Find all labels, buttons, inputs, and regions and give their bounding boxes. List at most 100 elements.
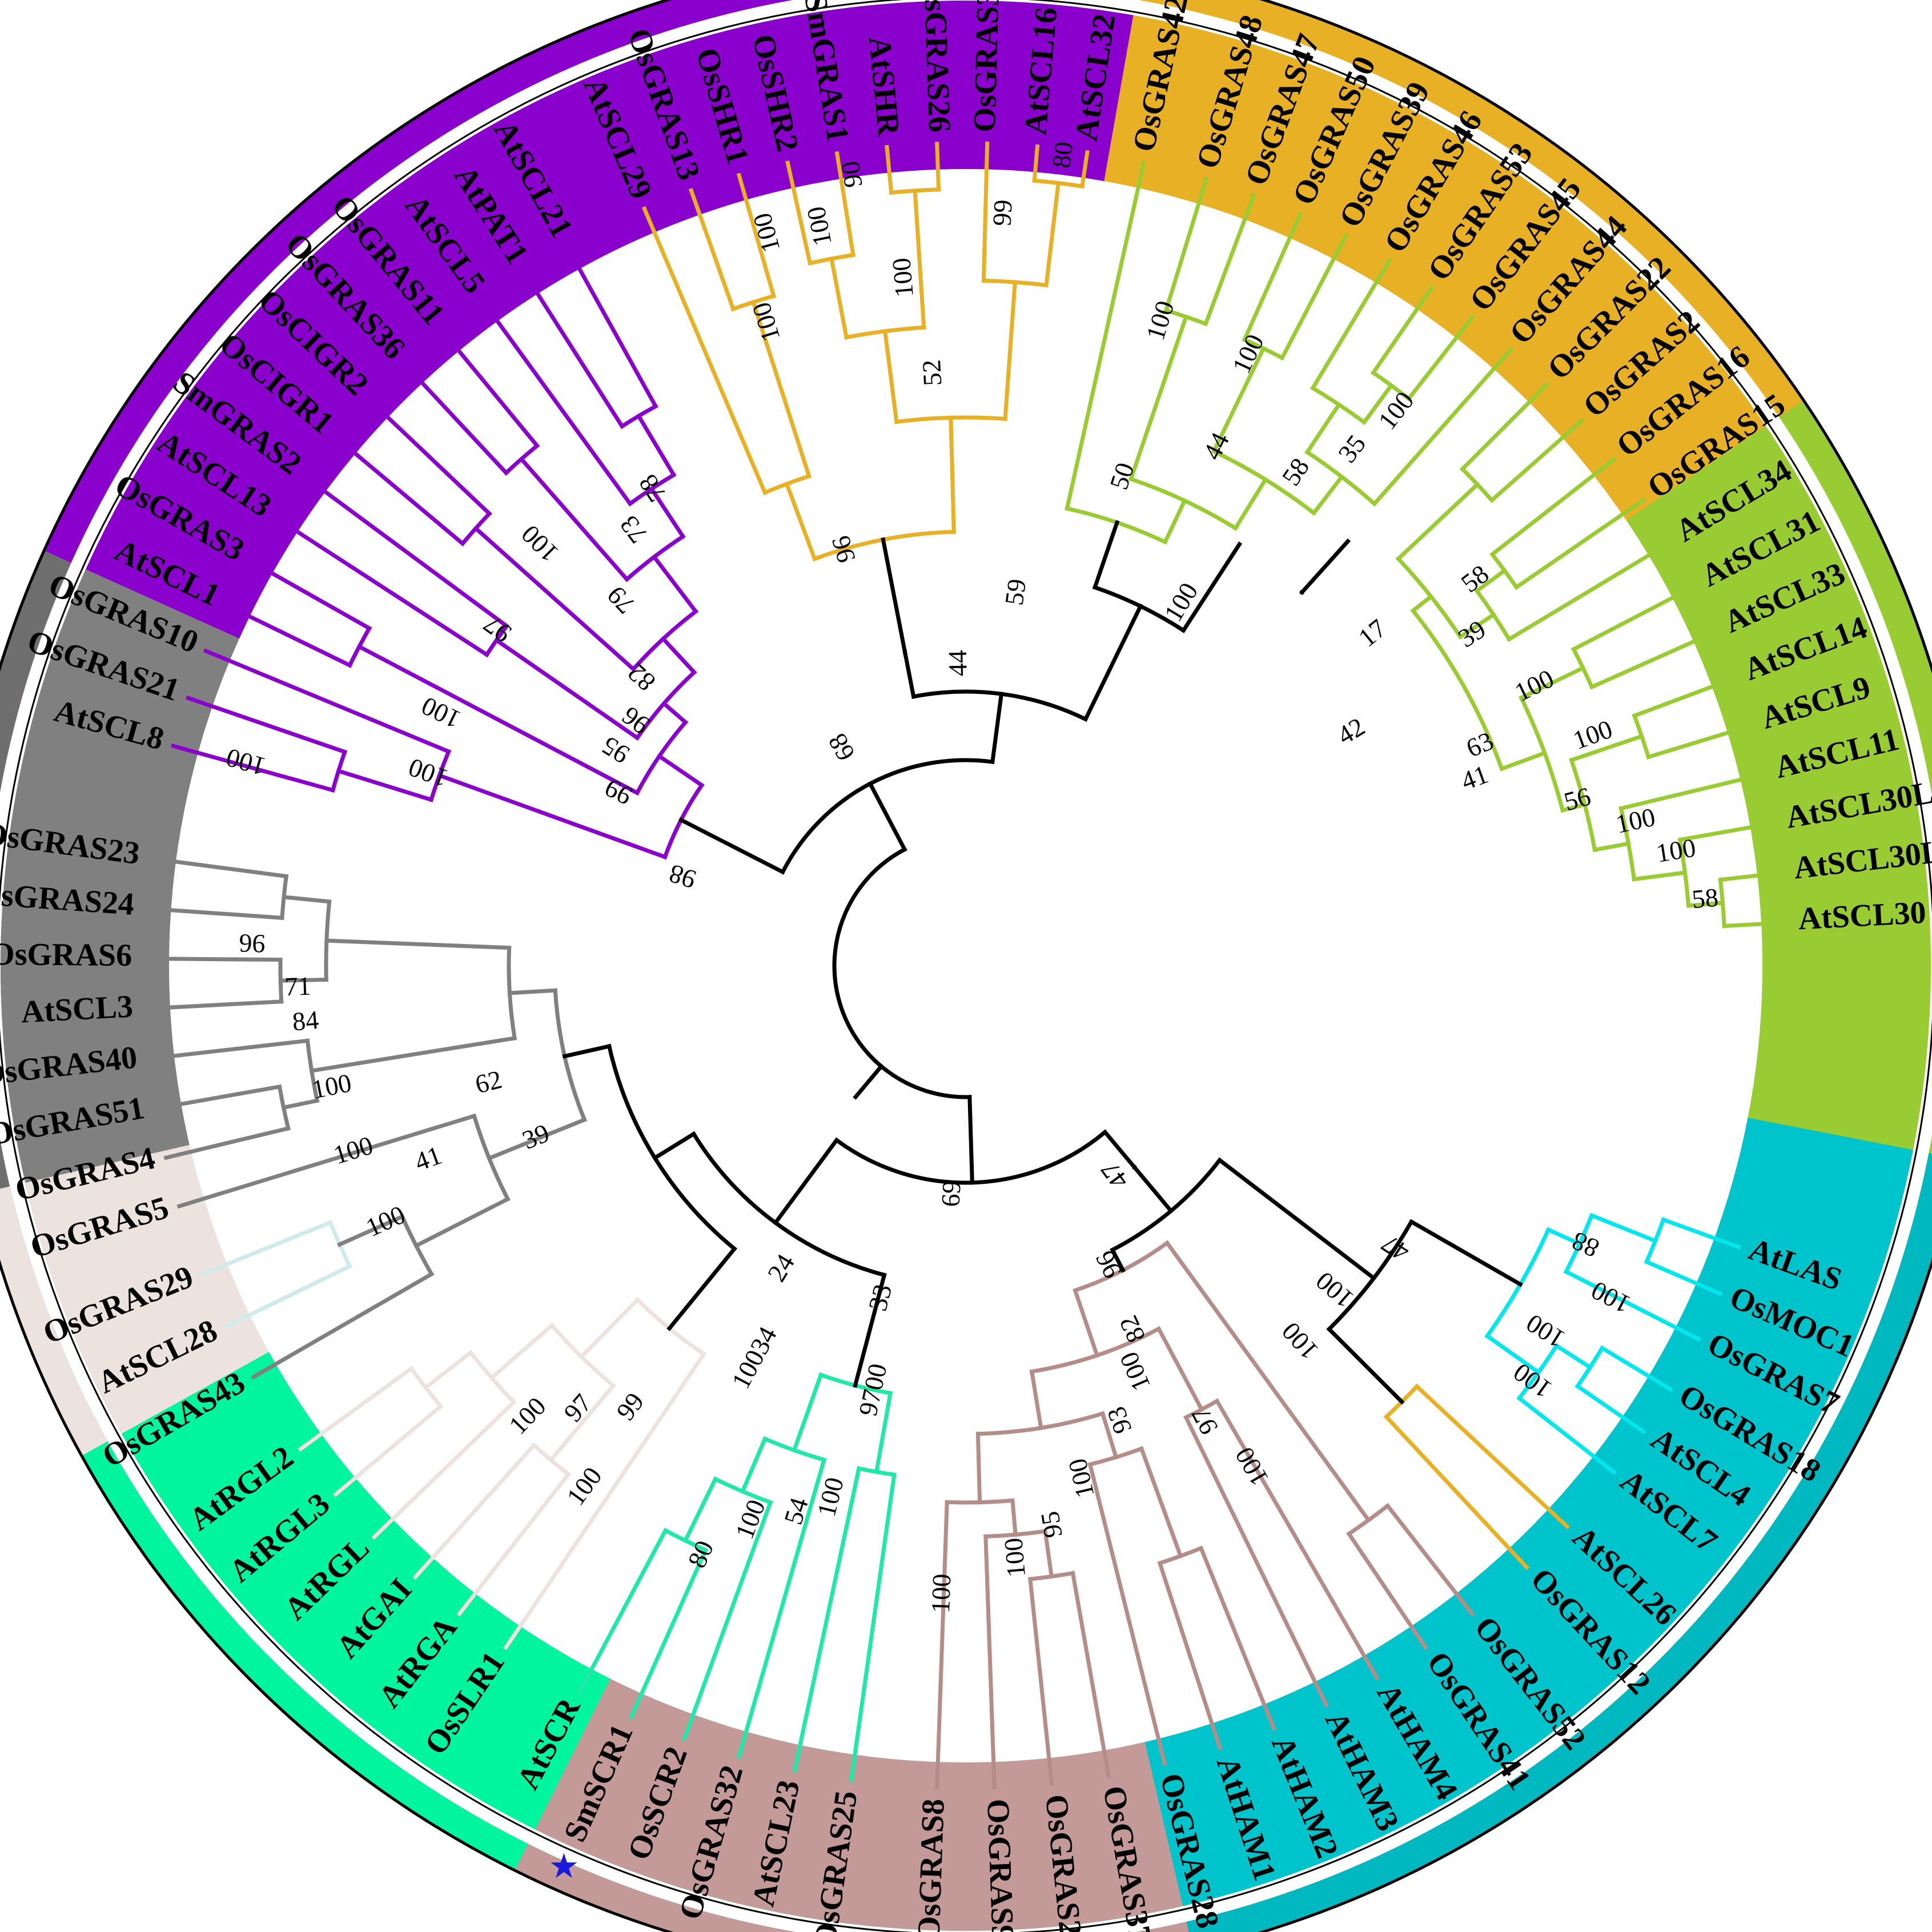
branch-ray — [336, 768, 434, 802]
branch-tip-AtSHR — [885, 144, 894, 195]
branch-tip-OsGRAS22 — [1459, 381, 1551, 472]
branch-ray — [493, 637, 640, 741]
branch-ray — [874, 1391, 893, 1475]
branch-ray — [1519, 665, 1586, 701]
branch-tip-AtSCL33 — [1589, 628, 1720, 690]
branch-tip-OsMOC1 — [1644, 1259, 1723, 1296]
clade-band-gray — [1, 569, 520, 1766]
branch-tip-OsGRAS26 — [935, 142, 941, 192]
bootstrap-value: 90 — [836, 159, 868, 190]
branch-ray — [337, 1214, 405, 1247]
branch-ray — [975, 1432, 982, 1505]
branch-ray — [882, 329, 899, 424]
branch-tip-SmGRAS1 — [834, 151, 855, 258]
branch-ray — [1010, 1498, 1018, 1537]
branch-ray — [656, 753, 705, 788]
branch-ray — [1299, 538, 1351, 595]
clade-ring-darkcyan — [1186, 1152, 1932, 1932]
branch-ray — [652, 1131, 697, 1161]
branch-tip-AtSCL7 — [1516, 1395, 1617, 1475]
root-stub — [853, 1063, 885, 1100]
branch-tip-OsGRAS21 — [186, 695, 348, 755]
branch-ray — [423, 1349, 474, 1391]
branch-ray — [1083, 603, 1143, 722]
branch-ray — [829, 256, 849, 340]
branch-ray — [867, 781, 907, 853]
branch-ray — [519, 456, 630, 583]
tip-label-OsGRAS26: OsGRAS26 — [917, 0, 958, 133]
branch-ray — [1484, 1333, 1541, 1375]
branch-tip-OsGRAS18 — [1599, 1345, 1674, 1392]
branch-tip-AtSCL31 — [1570, 583, 1698, 652]
branch-tip-OsGRAS43 — [251, 1271, 435, 1380]
branch-tip-OsGRAS9 — [983, 1534, 997, 1790]
bootstrap-value: 100 — [998, 1537, 1031, 1578]
branch-tip-OsGRAS52 — [1384, 1503, 1475, 1617]
bootstrap-value: 100 — [886, 256, 919, 298]
branch-ray — [1553, 1343, 1593, 1371]
branch-ray — [881, 537, 907, 654]
branch-ray — [661, 700, 689, 725]
branch-tip-AtSCL11 — [1618, 771, 1768, 811]
branch-tip-OsCIGR1 — [332, 434, 465, 547]
branch-ray — [1311, 473, 1345, 516]
branch-tip-OsGRAS24 — [143, 906, 284, 921]
branch-ray — [1545, 1227, 1582, 1247]
branch-tip-OsGRAS40 — [146, 1038, 310, 1061]
branch-ray — [1131, 1164, 1174, 1214]
branch-tip-OsGRAS12 — [1383, 1413, 1530, 1570]
bootstrap-value: 100 — [926, 1573, 956, 1614]
branch-ray — [967, 1095, 974, 1185]
branch-ray — [1216, 1157, 1377, 1282]
branch-ray — [1139, 1446, 1183, 1559]
tip-label-OsGRAS6: OsGRAS6 — [0, 937, 132, 973]
bootstrap-value: 52 — [917, 359, 947, 387]
tip-label-OsGRAS9: OsGRAS9 — [980, 1798, 1021, 1932]
branch-tip-AtSCL13 — [273, 515, 490, 658]
branch-tip-AtSCL16 — [1032, 144, 1040, 183]
branch-ray — [1029, 1369, 1043, 1431]
branch-tip-OsSLR1 — [503, 1351, 707, 1650]
branch-ray — [636, 413, 677, 478]
branch-ray — [1073, 1288, 1100, 1358]
branch-tip-OsGRAS3 — [247, 558, 372, 631]
tip-label-AtSCL3: AtSCL3 — [20, 989, 134, 1030]
bootstrap-value: 59 — [999, 577, 1032, 607]
branch-tip-AtSCL23 — [792, 1466, 862, 1773]
bootstrap-value: 96 — [239, 929, 266, 959]
branch-tip-OsGRAS45 — [1405, 315, 1475, 402]
branch-tip-OsSHR2 — [785, 160, 813, 266]
branch-tip-AtSCL28 — [224, 1263, 353, 1329]
branch-ray — [750, 299, 812, 479]
branch-tip-OsGRAS53 — [1370, 285, 1435, 376]
bootstrap-value: 71 — [284, 971, 312, 1002]
branch-tip-AtHAM2 — [1198, 1545, 1276, 1731]
branch-ray — [1128, 314, 1189, 482]
branch-tip-AtSCL34 — [1506, 539, 1674, 642]
branch-ray — [1395, 481, 1480, 562]
branch-ray — [282, 894, 332, 904]
branch-ray — [436, 773, 668, 860]
branch-tip-OsCIGR2 — [366, 396, 492, 517]
branch-tip-OsGRAS41 — [1346, 1531, 1429, 1650]
branch-ray — [1043, 1529, 1054, 1579]
branch-tip-OsGRAS47 — [1203, 192, 1256, 327]
branch-tip-OsGRAS39 — [1279, 233, 1348, 361]
branch-tip-OsGRAS5 — [176, 1113, 477, 1209]
branch-ray — [678, 817, 786, 875]
branch-tip-AtSCL30 — [1722, 920, 1789, 929]
branch-tip-OsGRAS2 — [1489, 417, 1585, 503]
branch-tip-AtGAI — [412, 1442, 537, 1580]
branch-tip-OsGRAS36 — [401, 361, 509, 476]
branch-tip-AtRGL — [371, 1399, 517, 1540]
branch-tip-OsGRAS16 — [1489, 456, 1617, 557]
branch-tip-AtSCL5 — [479, 298, 633, 507]
branch-ray — [792, 1372, 824, 1453]
branch-ray — [990, 692, 1004, 764]
tree-branches — [141, 141, 1789, 1790]
branch-tip-OsGRAS4 — [163, 1126, 291, 1160]
branch-ray — [309, 1035, 517, 1073]
branch-ray — [1003, 280, 1018, 421]
branch-ray — [660, 636, 697, 676]
